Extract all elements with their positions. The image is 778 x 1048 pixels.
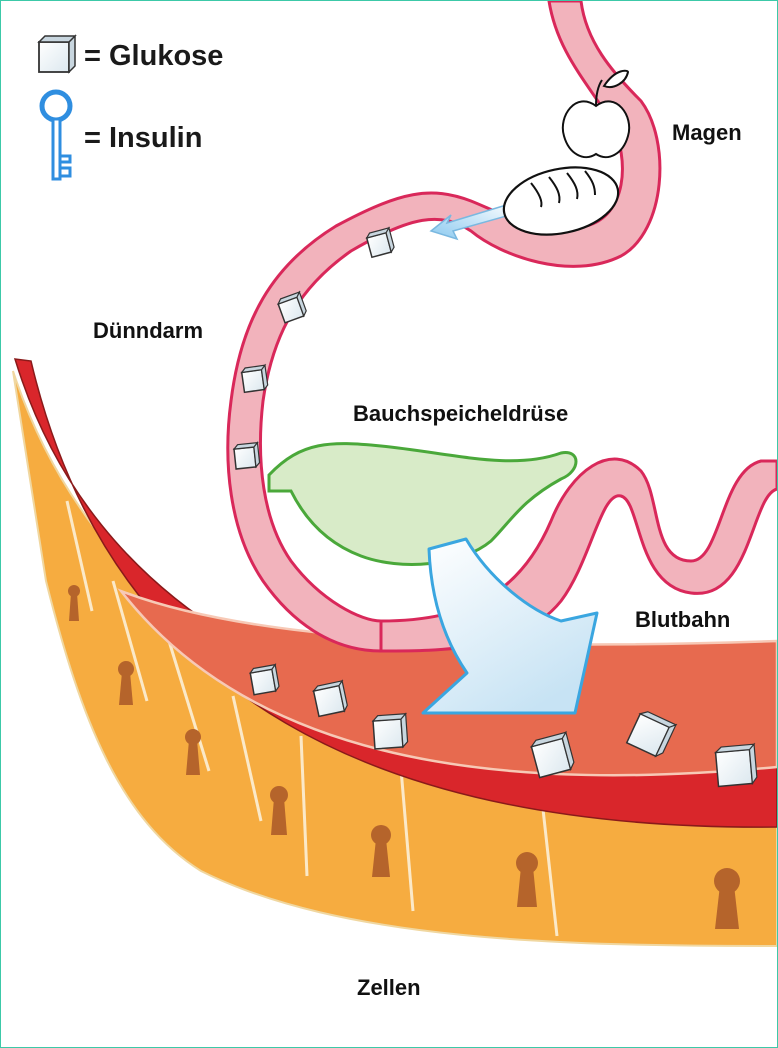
legend: = Glukose = Insulin (39, 36, 223, 179)
bloodstream-label: Blutbahn (635, 607, 730, 632)
pancreas-label: Bauchspeicheldrüse (353, 401, 568, 426)
small-intestine-label: Dünndarm (93, 318, 203, 343)
digestive-tract (228, 1, 777, 651)
insulin-key-icon (42, 92, 70, 179)
glucose-cube-icon (313, 681, 349, 717)
legend-insulin-label: = Insulin (84, 122, 202, 154)
pancreas (269, 444, 576, 565)
glucose-cube-icon (39, 36, 75, 72)
glucose-cube-icon (373, 714, 408, 749)
glucose-cube-icon (366, 228, 395, 257)
glucose-cube-icon (234, 443, 260, 469)
glucose-cube-icon (250, 665, 280, 695)
glucose-cube-icon (241, 365, 268, 392)
legend-glucose-label: = Glukose (84, 40, 223, 72)
stomach-label: Magen (672, 120, 742, 145)
cells-label: Zellen (357, 975, 421, 1000)
glucose-cube-icon (715, 744, 757, 786)
